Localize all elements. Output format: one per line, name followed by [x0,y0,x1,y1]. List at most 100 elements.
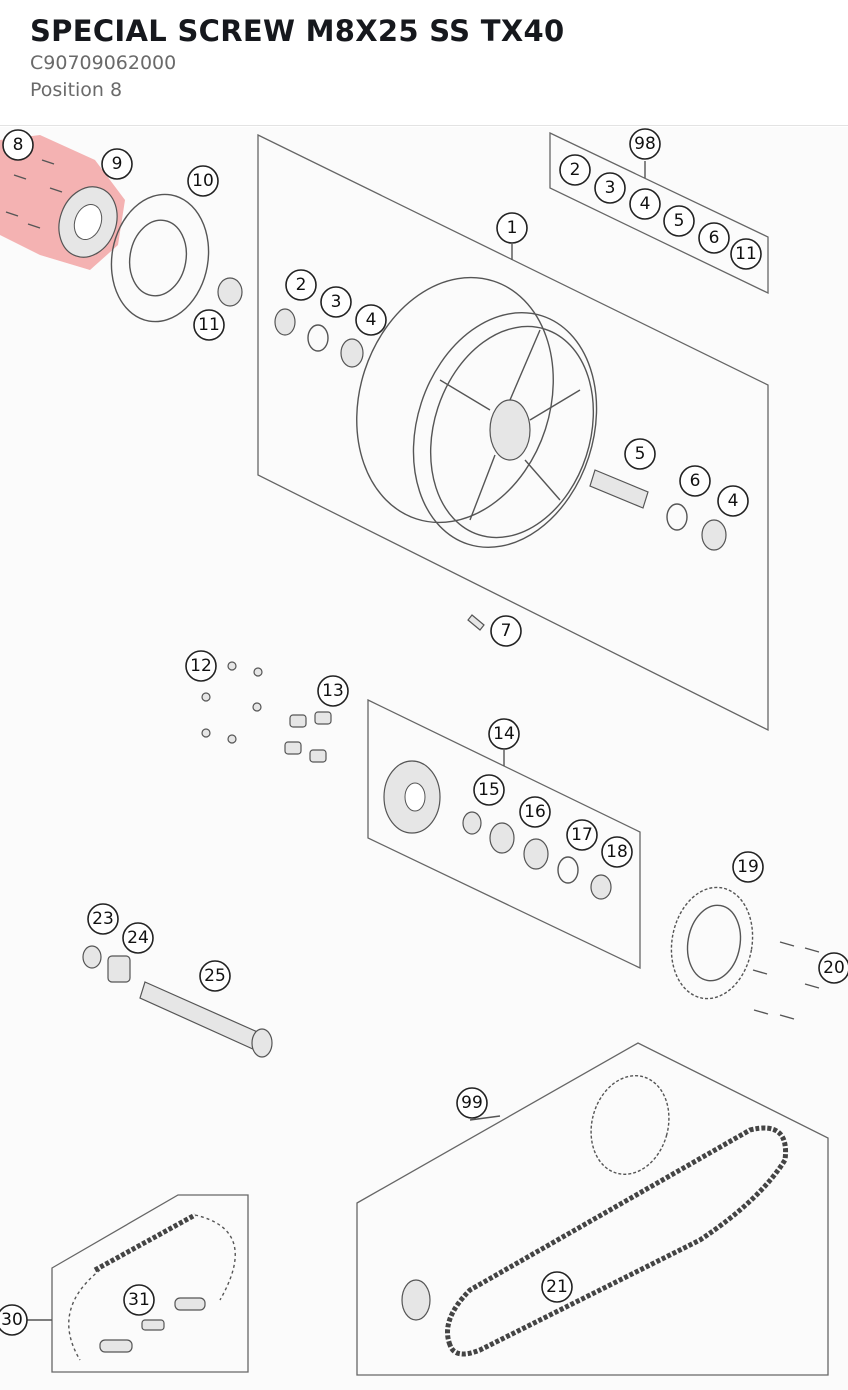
svg-text:18: 18 [606,842,628,862]
wheel-assembly-frame [257,133,769,732]
leader-lines [22,161,646,1321]
rear-wheel-1 [356,276,598,549]
circlip-17 [557,856,579,884]
callout-98[interactable]: 98 [629,128,661,160]
callout-23[interactable]: 23 [87,903,119,935]
svg-text:21: 21 [546,1277,568,1297]
svg-text:31: 31 [128,1290,150,1310]
callout-15[interactable]: 15 [473,774,505,806]
screws-20 [752,941,820,1020]
svg-text:6: 6 [709,228,720,248]
svg-text:16: 16 [524,802,546,822]
nuts-12 [201,661,263,744]
callout-4-kit[interactable]: 4 [629,188,661,220]
part-number: C90709062000 [30,52,177,74]
svg-text:11: 11 [198,315,220,335]
svg-text:9: 9 [112,154,123,174]
svg-text:2: 2 [296,275,307,295]
svg-text:17: 17 [571,825,593,845]
sprocket-99 [590,1075,670,1175]
seal-18 [590,874,612,900]
callout-4[interactable]: 4 [355,304,387,336]
callout-3-kit[interactable]: 3 [594,172,626,204]
bearing-4b [701,519,727,551]
chain-kit-99-frame [356,1042,829,1376]
callout-6[interactable]: 6 [679,465,711,497]
svg-text:11: 11 [735,244,757,264]
chain-link-30-frame [51,1194,249,1373]
svg-text:1: 1 [507,218,518,238]
adjuster-24 [107,955,131,983]
callout-5[interactable]: 5 [624,438,656,470]
link-plate-31 [99,1339,133,1353]
callout-31[interactable]: 31 [123,1284,155,1316]
chain-21 [445,1125,789,1357]
callout-17[interactable]: 17 [566,819,598,851]
svg-text:14: 14 [493,724,515,744]
callout-14[interactable]: 14 [488,718,520,750]
svg-text:5: 5 [635,444,646,464]
axle-25 [139,981,273,1058]
callout-1[interactable]: 1 [496,212,528,244]
callout-2[interactable]: 2 [285,269,317,301]
svg-text:13: 13 [322,681,344,701]
callout-11-kit[interactable]: 11 [730,238,762,270]
part-title: SPECIAL SCREW M8X25 SS TX40 [30,14,565,48]
screw-group-8 [5,159,63,229]
callout-5-kit[interactable]: 5 [663,205,695,237]
callout-25[interactable]: 25 [199,960,231,992]
svg-text:19: 19 [737,857,759,877]
callout-11[interactable]: 11 [193,309,225,341]
svg-text:12: 12 [190,656,212,676]
svg-text:30: 30 [1,1310,23,1330]
svg-text:20: 20 [823,958,845,978]
callout-24[interactable]: 24 [122,922,154,954]
dampers-13 [284,711,332,763]
callout-12[interactable]: 12 [185,650,217,682]
callout-21[interactable]: 21 [541,1271,573,1303]
callout-16[interactable]: 16 [519,796,551,828]
spacer-5 [589,469,649,509]
svg-text:7: 7 [501,621,512,641]
svg-text:15: 15 [478,780,500,800]
svg-text:24: 24 [127,928,149,948]
callout-2-kit[interactable]: 2 [559,154,591,186]
carrier-9 [58,186,118,258]
svg-text:5: 5 [674,211,685,231]
pin-31 [141,1319,165,1331]
callout-20[interactable]: 20 [818,952,848,984]
bearing-16a [489,822,515,854]
callout-7[interactable]: 7 [490,615,522,647]
part-header: SPECIAL SCREW M8X25 SS TX40 C90709062000… [0,0,848,126]
callout-10[interactable]: 10 [187,165,219,197]
callout-30[interactable]: 30 [0,1304,28,1336]
svg-text:98: 98 [634,134,656,154]
hub-14 [383,760,441,834]
callout-9[interactable]: 9 [101,148,133,180]
callout-8[interactable]: 8 [2,129,34,161]
svg-text:3: 3 [605,178,616,198]
callout-3[interactable]: 3 [320,286,352,318]
svg-text:8: 8 [13,135,24,155]
hub-14-frame [367,698,641,970]
circlip-3 [307,324,329,352]
clip-link-31 [174,1297,206,1311]
chain-segment-30 [93,1212,197,1273]
callout-6-kit[interactable]: 6 [698,222,730,254]
bearing-16b [523,838,549,870]
callout-19[interactable]: 19 [732,851,764,883]
chain-loop-30 [68,1214,236,1361]
ring-6 [666,503,688,531]
spacer-11 [217,277,243,307]
svg-text:4: 4 [366,310,377,330]
front-sprocket [401,1279,431,1321]
svg-text:10: 10 [192,171,214,191]
rear-sprocket-19 [670,886,754,1000]
svg-text:3: 3 [331,292,342,312]
callout-18[interactable]: 18 [601,836,633,868]
callout-4b[interactable]: 4 [717,485,749,517]
callout-99[interactable]: 99 [456,1087,488,1119]
brake-disc-10 [110,193,210,323]
spacer-15 [462,811,482,835]
callout-13[interactable]: 13 [317,675,349,707]
